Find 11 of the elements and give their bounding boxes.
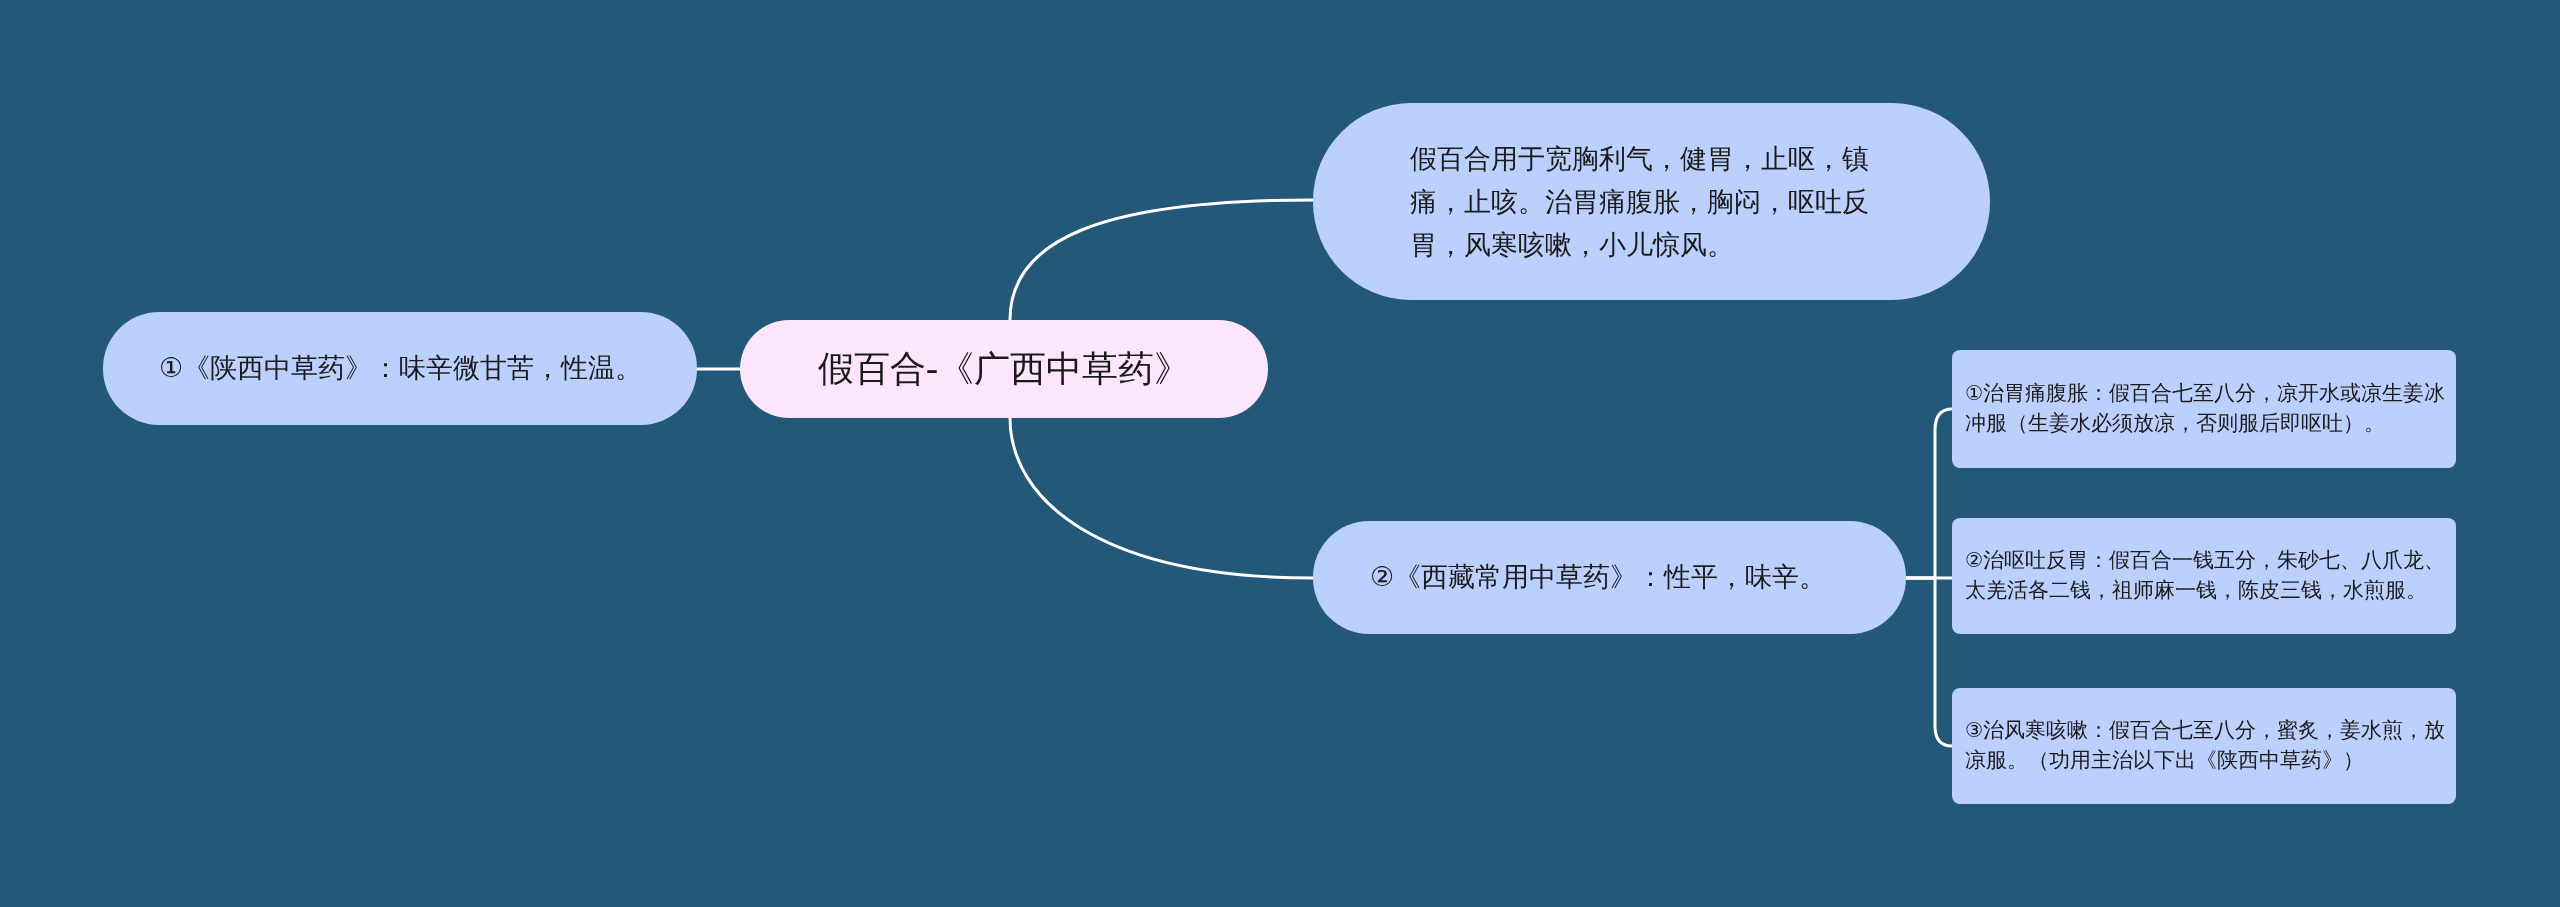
note-box: ③治风寒咳嗽：假百合七至八分，蜜炙，姜水煎，放凉服。（功用主治以下出《陕西中草药》）: [1952, 688, 2456, 804]
topic-box: 假百合用于宽胸利气，健胃，止呕，镇痛，止咳。治胃痛腹胀，胸闷，呕吐反胃，风寒咳嗽，小儿惊风。: [1313, 103, 1990, 300]
note-box: ②治呕吐反胃：假百合一钱五分，朱砂七、八爪龙、太羌活各二钱，祖师麻一钱，陈皮三钱，水煎服。: [1952, 518, 2456, 634]
connector-line: [1008, 417, 1314, 580]
connector-line: [1008, 198, 1314, 321]
topic-box: ②《西藏常用中草药》：性平，味辛。: [1313, 521, 1906, 634]
connector-line: [697, 367, 740, 371]
topic-box: 假百合-《广西中草药》: [740, 320, 1268, 418]
topic-box: ①《陕西中草药》：味辛微甘苦，性温。: [103, 312, 697, 425]
connector-line: [1906, 576, 1953, 748]
note-box: ①治胃痛腹胀：假百合七至八分，凉开水或凉生姜冰冲服（生姜水必须放凉，否则服后即呕吐）。: [1952, 350, 2456, 468]
